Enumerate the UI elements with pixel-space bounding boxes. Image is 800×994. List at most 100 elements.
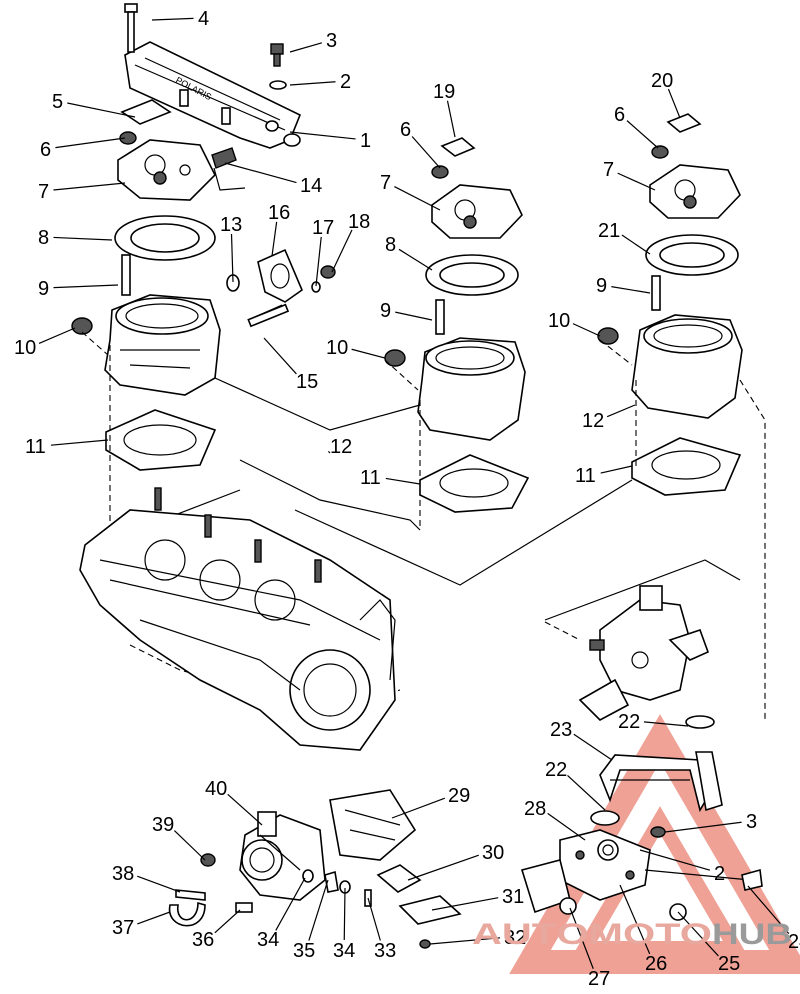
callout-label-3: 3: [746, 811, 757, 833]
leader-line-36: [214, 909, 241, 934]
callout-label-5: 5: [52, 91, 63, 113]
callout-label-30: 30: [482, 842, 504, 864]
callout-label-10: 10: [14, 337, 36, 359]
callout-label-35: 35: [293, 940, 315, 962]
leader-line-35: [308, 879, 329, 941]
callout-label-39: 39: [152, 814, 174, 836]
callout-label-34: 34: [333, 940, 355, 962]
leader-line-20: [667, 88, 681, 119]
leader-line-8: [398, 248, 433, 271]
leader-line-30: [407, 854, 479, 881]
watermark-wordmark: AUTOMOTO HUB: [472, 918, 792, 951]
leader-line-12: [327, 450, 331, 454]
exhaust-parts: [211, 147, 336, 328]
callout-label-2: 2: [340, 71, 351, 93]
leader-line-10: [351, 348, 386, 359]
callout-label-8: 8: [385, 234, 396, 256]
leader-line-13: [230, 233, 234, 283]
leader-line-1: [289, 131, 356, 140]
leader-line-18: [331, 229, 353, 273]
leader-line-19: [446, 100, 456, 138]
leader-line-12: [606, 404, 636, 418]
callout-label-34: 34: [257, 929, 279, 951]
leader-line-22: [643, 721, 689, 727]
leader-line-4: [151, 17, 194, 21]
leader-line-27: [569, 907, 594, 969]
callout-label-15: 15: [296, 371, 318, 393]
leader-line-3: [664, 821, 742, 833]
callout-label-7: 7: [38, 181, 49, 203]
callout-label-11: 11: [360, 467, 381, 489]
callout-label-6: 6: [400, 119, 411, 141]
leader-line-15: [263, 337, 297, 375]
leader-line-33: [367, 897, 381, 941]
callout-label-10: 10: [326, 337, 348, 359]
callout-label-14: 14: [300, 175, 322, 197]
leader-line-3: [289, 42, 323, 53]
leader-line-7: [617, 172, 656, 191]
leader-line-14: [224, 162, 297, 184]
callout-label-38: 38: [112, 863, 134, 885]
callout-label-25: 25: [718, 953, 740, 975]
callout-label-32: 32: [504, 927, 526, 949]
leader-line-25: [677, 911, 719, 957]
leader-line-29: [391, 797, 446, 819]
watermark-text-left: AUTOMOTO: [472, 918, 712, 951]
callout-label-22: 22: [545, 759, 567, 781]
callout-label-24: 24: [788, 931, 800, 953]
callout-label-19: 19: [433, 81, 455, 103]
fuel-rail: [520, 826, 763, 921]
leader-line-24: [747, 885, 790, 935]
bolt-3: [270, 43, 284, 67]
callout-label-8: 8: [38, 227, 49, 249]
cylinder-middle: [384, 137, 530, 513]
callout-label-9: 9: [38, 278, 49, 300]
callout-label-21: 21: [598, 220, 620, 242]
callout-label-10: 10: [548, 310, 570, 332]
callout-label-7: 7: [380, 172, 391, 194]
leader-line-28: [547, 812, 586, 841]
callout-label-26: 26: [645, 953, 667, 975]
callout-label-40: 40: [205, 778, 227, 800]
leader-line-7: [394, 186, 441, 211]
washer-2: [269, 80, 287, 90]
callout-label-11: 11: [25, 436, 46, 458]
callout-label-37: 37: [112, 917, 134, 939]
leader-line-2: [639, 849, 711, 871]
callout-label-31: 31: [502, 886, 524, 908]
leader-line-6: [55, 137, 126, 149]
callout-label-9: 9: [596, 275, 607, 297]
leader-line-10: [38, 327, 76, 344]
callout-label-2: 2: [714, 863, 725, 885]
leader-line-23: [573, 733, 613, 761]
leader-line-9: [611, 286, 651, 294]
leader-line-17: [315, 236, 322, 287]
callout-label-17: 17: [312, 217, 334, 239]
callout-label-18: 18: [348, 211, 370, 233]
leader-line-37: [137, 911, 171, 925]
leader-line-9: [53, 284, 119, 289]
callout-label-11: 11: [575, 465, 596, 487]
leader-line-9: [395, 311, 433, 321]
leader-line-11: [385, 477, 421, 485]
watermark-text-right: HUB: [712, 918, 792, 951]
callout-label-20: 20: [651, 70, 673, 92]
callout-label-6: 6: [40, 139, 51, 161]
leader-line-10: [572, 323, 601, 337]
callout-label-12: 12: [330, 436, 352, 458]
leader-line-6: [411, 136, 441, 169]
crankcase: [79, 487, 396, 751]
leader-line-6: [626, 120, 659, 149]
leader-line-34: [343, 887, 346, 941]
callout-label-13: 13: [220, 214, 242, 236]
leader-line-31: [431, 897, 499, 911]
callout-label-23: 23: [550, 719, 572, 741]
callout-label-6: 6: [614, 104, 625, 126]
leader-line-26: [619, 884, 651, 955]
callout-label-1: 1: [360, 130, 371, 152]
leader-line-34: [275, 877, 306, 931]
leader-line-2: [289, 81, 336, 86]
leader-line-11: [50, 439, 109, 446]
manifold: POLARIS: [124, 41, 302, 149]
